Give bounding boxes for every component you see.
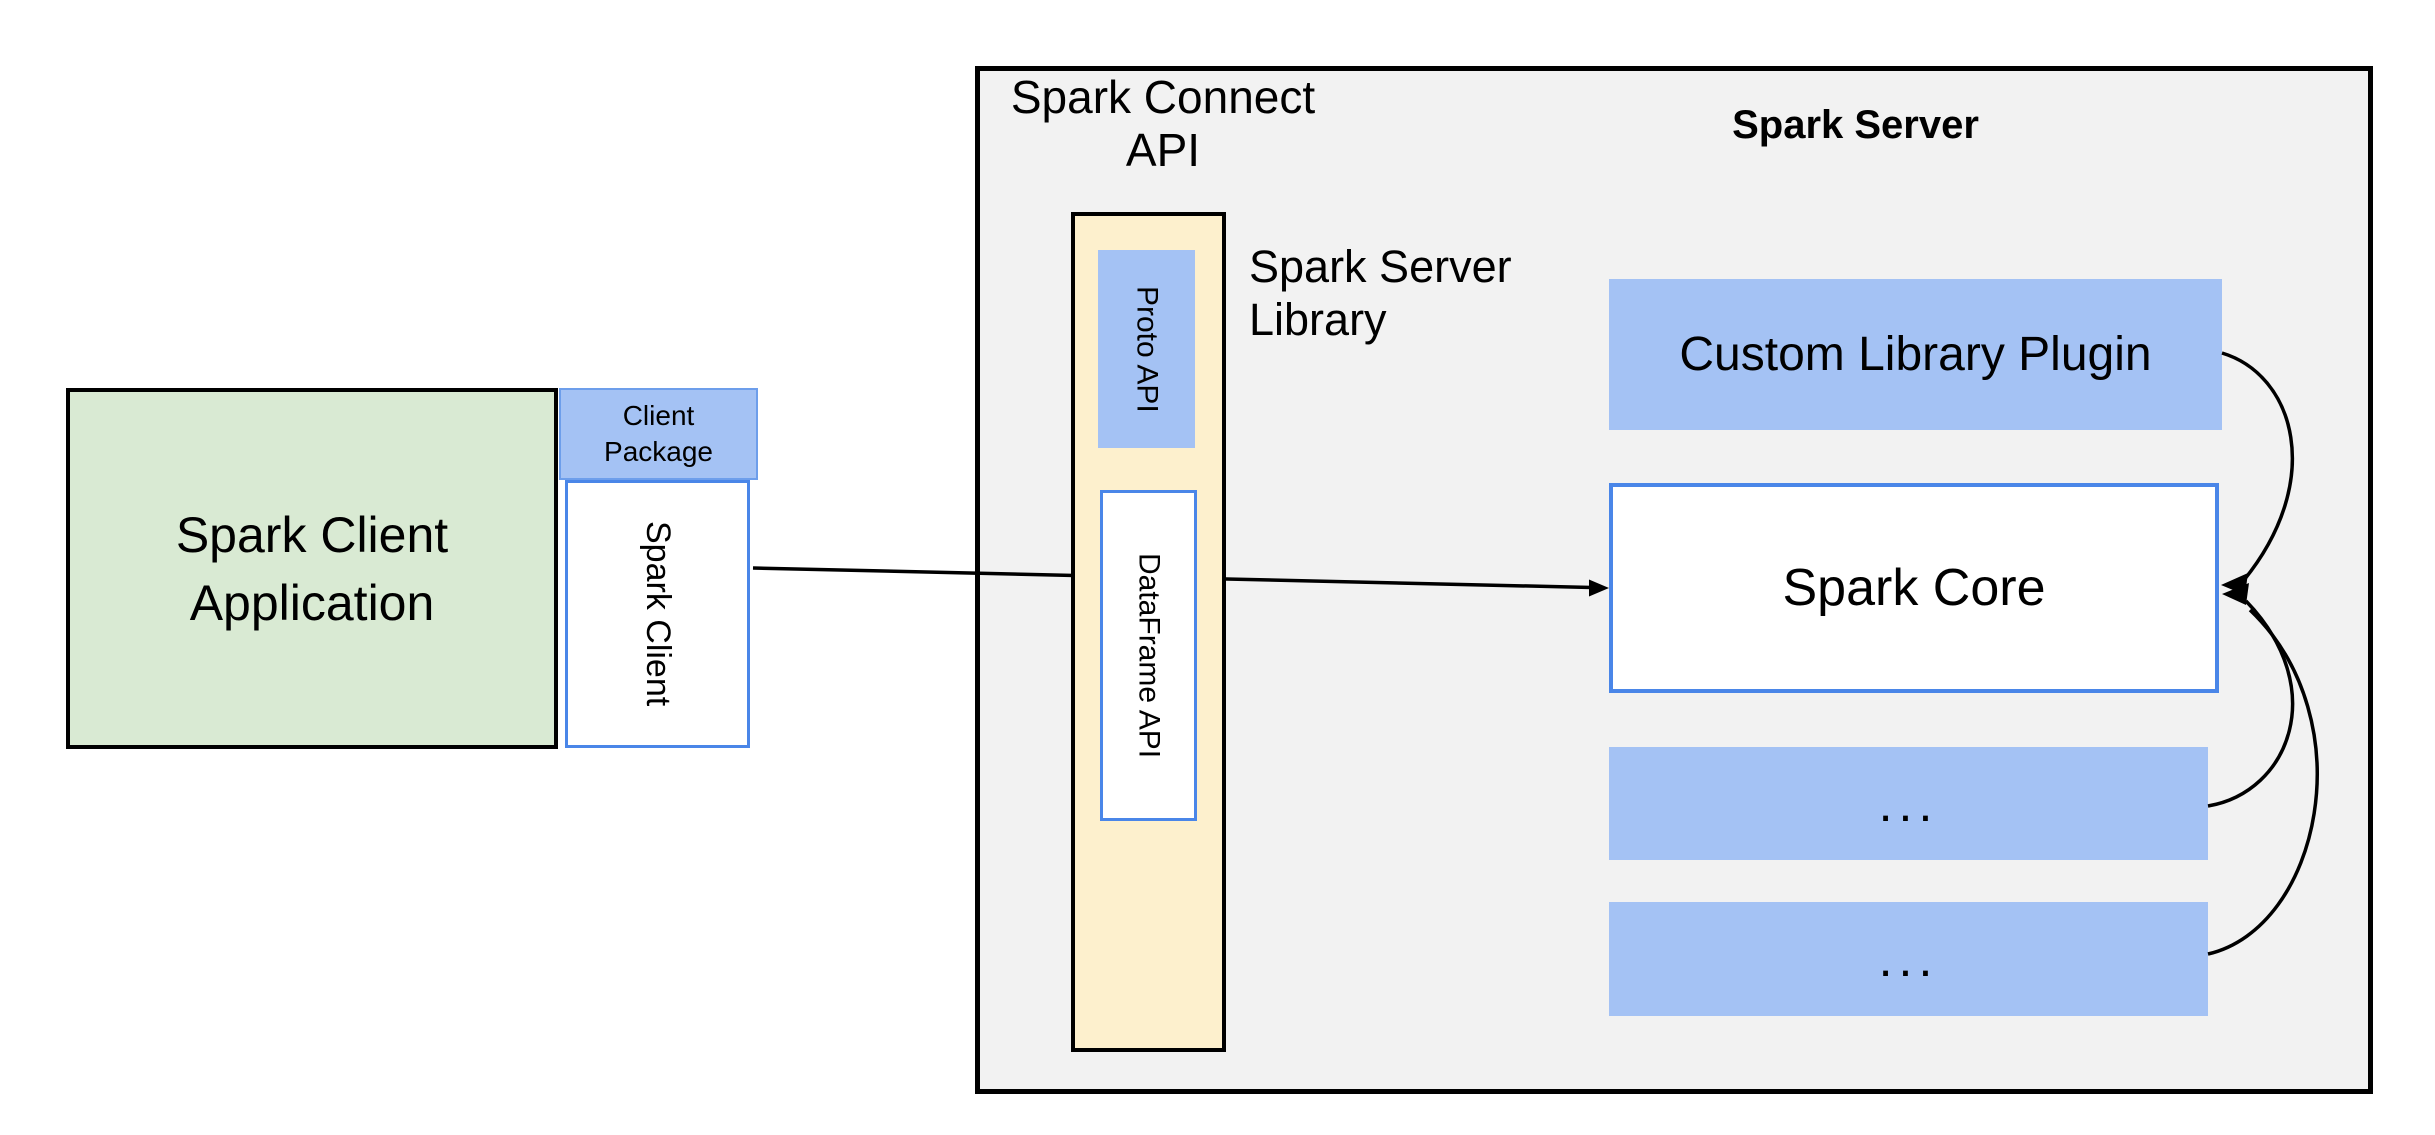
spark-server-library-label: Spark Server Library (1249, 240, 1669, 346)
spark-client-application-box: Spark Client Application (66, 388, 558, 749)
spark-connect-api-title-line2: API (1125, 124, 1201, 176)
client-application-label-line2: Application (189, 574, 435, 631)
spark-connect-api-title-line1: Spark Connect (1010, 71, 1316, 123)
dataframe-api-box: DataFrame API (1100, 490, 1197, 821)
spark-core-box: Spark Core (1609, 483, 2219, 693)
ellipsis1-to-core-arrow (2207, 599, 2295, 808)
spark-server-library-label-line1: Spark Server (1249, 241, 1512, 292)
ellipsis-box-1: ... (1609, 747, 2208, 860)
client-application-label-line1: Spark Client (175, 506, 449, 563)
ellipsis2-to-core-arrow (2207, 608, 2319, 956)
ellipsis-box-2: ... (1609, 902, 2208, 1016)
ellipsis-label-2: ... (1878, 931, 1939, 987)
spark-server-library-label-line2: Library (1249, 294, 1387, 345)
client-package-box: Client Package (559, 388, 758, 480)
spark-client-box: Spark Client (565, 480, 750, 748)
spark-core-label: Spark Core (1782, 559, 2046, 617)
client-package-label-line2: Package (604, 436, 713, 467)
spark-connect-api-title: Spark Connect API (1003, 71, 1323, 177)
custom-library-plugin-label: Custom Library Plugin (1679, 328, 2152, 381)
proto-api-label: Proto API (1130, 285, 1164, 413)
client-package-label-line1: Client (622, 400, 695, 431)
spark-client-label: Spark Client (639, 521, 677, 707)
dataframe-api-label: DataFrame API (1132, 552, 1166, 759)
ellipsis-to-core-arrowhead (2222, 583, 2249, 605)
spark-server-title: Spark Server (1732, 103, 1979, 147)
proto-api-box: Proto API (1098, 250, 1195, 448)
ellipsis-label-1: ... (1878, 775, 1939, 832)
plugin-to-core-arrow (2221, 351, 2294, 582)
custom-library-plugin-box: Custom Library Plugin (1609, 279, 2222, 430)
client-to-core-arrowhead (1589, 579, 1609, 597)
